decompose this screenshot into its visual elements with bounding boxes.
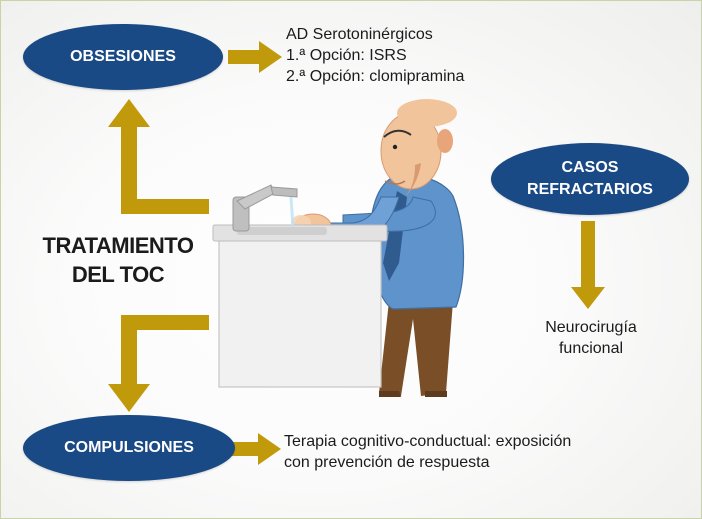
refractarios-oval: CASOS REFRACTARIOS (491, 143, 689, 215)
obsesiones-treatment: AD Serotoninérgicos 1.ª Opción: ISRS 2.ª… (286, 24, 464, 87)
arrow-compulsiones-treatment (226, 433, 281, 465)
arrow-refractarios-treatment (571, 221, 605, 309)
refractarios-label-line2: REFRACTARIOS (527, 181, 653, 198)
obsesiones-treatment-line: AD Serotoninérgicos (286, 26, 433, 43)
arrow-obsesiones-treatment (228, 41, 282, 73)
compulsiones-treatment-line: Terapia cognitivo-conductual: exposición (284, 433, 572, 450)
refractarios-label-line1: CASOS (561, 159, 619, 176)
refractarios-treatment: Neurocirugía funcional (516, 317, 666, 359)
arrow-to-compulsiones (108, 315, 209, 412)
diagram-title: TRATAMIENTO DEL TOC (23, 231, 213, 289)
compulsiones-label: COMPULSIONES (64, 439, 194, 456)
washing-hands-illustration (212, 99, 465, 397)
obsesiones-oval: OBSESIONES (23, 24, 223, 90)
compulsiones-treatment: Terapia cognitivo-conductual: exposición… (284, 431, 571, 473)
arrow-to-obsesiones (108, 99, 209, 214)
title-line2: DEL TOC (71, 262, 165, 287)
compulsiones-treatment-line: con prevención de respuesta (284, 454, 490, 471)
obsesiones-treatment-line: 2.ª Opción: clomipramina (286, 68, 465, 85)
obsesiones-label: OBSESIONES (70, 48, 176, 65)
compulsiones-oval: COMPULSIONES (23, 415, 235, 481)
obsesiones-treatment-line: 1.ª Opción: ISRS (286, 47, 407, 64)
title-line1: TRATAMIENTO (42, 233, 194, 258)
refractarios-treatment-line: Neurocirugía (545, 319, 637, 336)
refractarios-treatment-line: funcional (558, 340, 624, 357)
